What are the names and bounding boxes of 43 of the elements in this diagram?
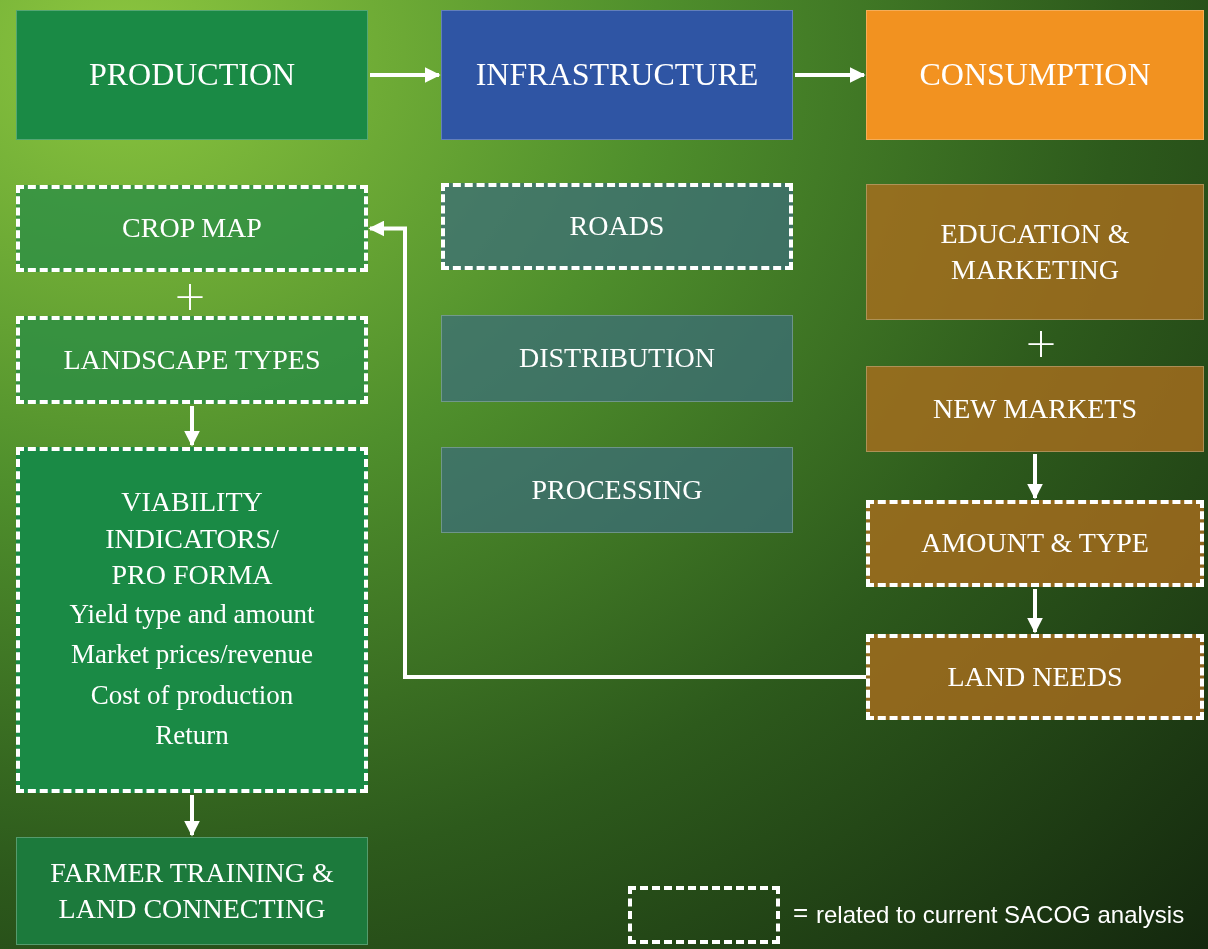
dashed-box bbox=[866, 634, 1204, 720]
dashed-box bbox=[441, 183, 793, 270]
box-text: Cost of production bbox=[90, 678, 294, 712]
process-box bbox=[441, 315, 793, 402]
arrow bbox=[370, 67, 441, 83]
box-title: PROCESSING bbox=[531, 472, 703, 507]
arrow bbox=[1027, 589, 1043, 634]
box-title: CONSUMPTION bbox=[919, 55, 1151, 95]
box-title: INFRASTRUCTURE bbox=[475, 55, 759, 95]
arrow bbox=[184, 795, 200, 837]
arrow bbox=[795, 67, 866, 83]
dashed-box bbox=[16, 185, 368, 272]
process-box bbox=[866, 184, 1204, 320]
arrow bbox=[368, 220, 866, 679]
box-title: LANDSCAPE TYPES bbox=[63, 342, 321, 377]
dashed-box bbox=[866, 500, 1204, 587]
box-title: AMOUNT & TYPE bbox=[921, 526, 1149, 561]
dashed-box bbox=[16, 316, 368, 404]
box-title: FARMER TRAINING & LAND CONNECTING bbox=[49, 855, 335, 926]
box-title: VIABILITY INDICATORS/ PRO FORMA bbox=[104, 485, 280, 593]
box-text: Market prices/revenue bbox=[70, 638, 314, 672]
arrow bbox=[1027, 454, 1043, 500]
box-title: EDUCATION & MARKETING bbox=[939, 216, 1131, 287]
box-text: Yield type and amount bbox=[69, 597, 315, 631]
symbol-label: + bbox=[1024, 323, 1058, 363]
dashed-box bbox=[16, 447, 368, 793]
legend-text: related to current SACOG analysis bbox=[816, 900, 1185, 930]
process-box bbox=[866, 10, 1204, 140]
process-box bbox=[16, 10, 368, 140]
box-title: CROP MAP bbox=[122, 211, 262, 246]
box-title: PRODUCTION bbox=[88, 55, 296, 95]
process-box bbox=[441, 10, 793, 140]
symbol-label: = bbox=[793, 899, 809, 925]
arrow bbox=[184, 406, 200, 447]
symbol-label: + bbox=[173, 276, 207, 316]
box-title: ROADS bbox=[569, 209, 665, 244]
process-box bbox=[16, 837, 368, 945]
process-box bbox=[441, 447, 793, 533]
box-text: Return bbox=[155, 719, 229, 753]
box-title: NEW MARKETS bbox=[932, 391, 1137, 426]
box-title: LAND NEEDS bbox=[947, 659, 1123, 694]
process-box bbox=[866, 366, 1204, 452]
box-title: DISTRIBUTION bbox=[519, 341, 715, 376]
